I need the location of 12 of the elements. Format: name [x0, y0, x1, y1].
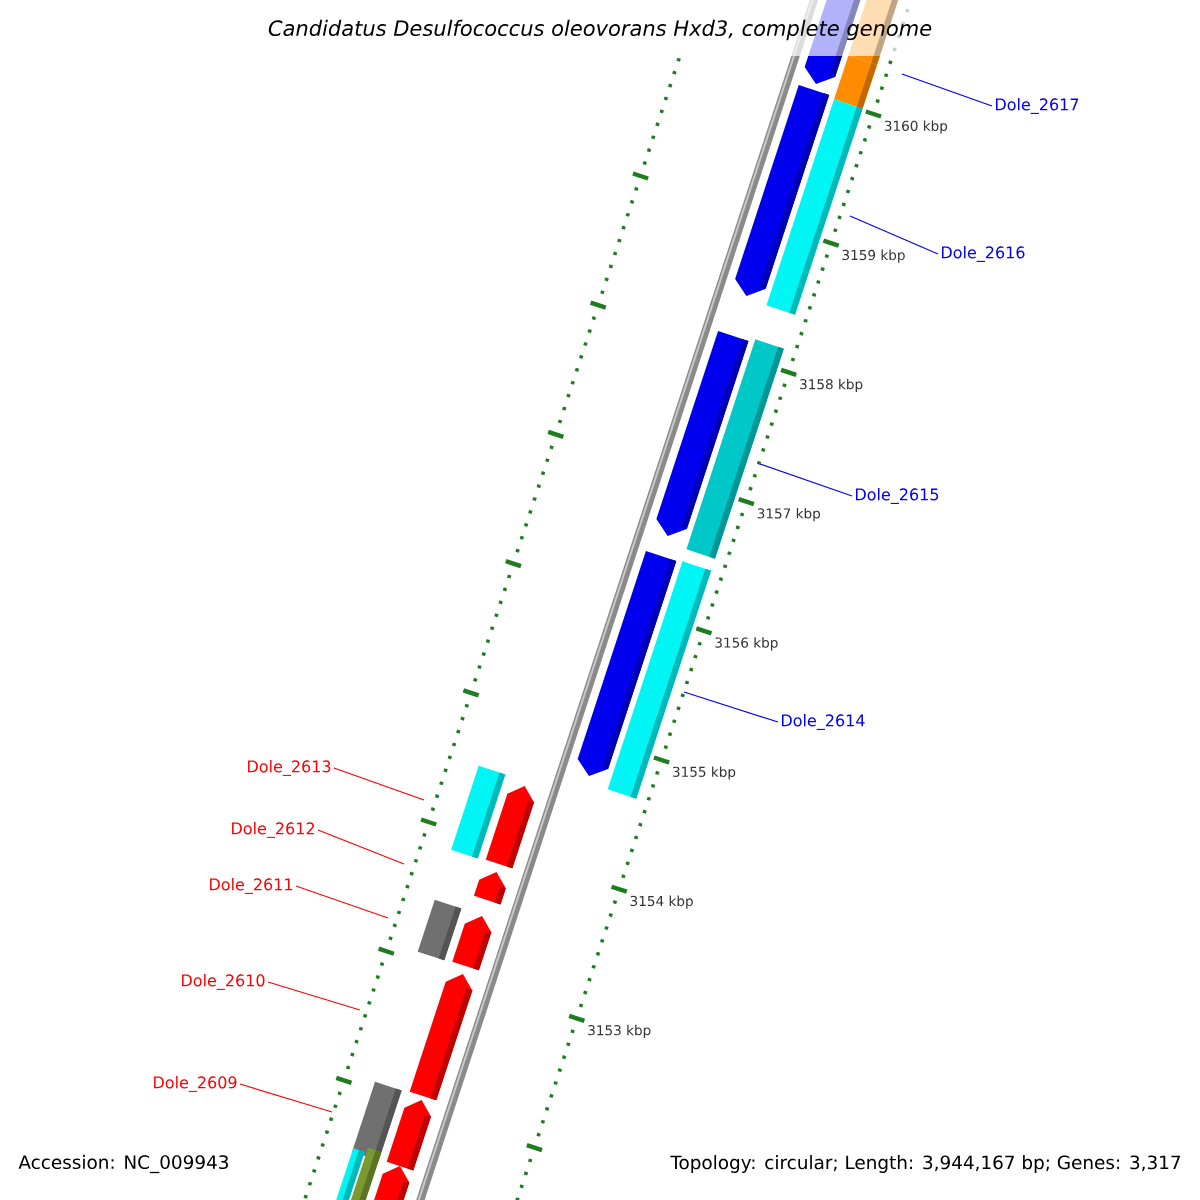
gene-label: Dole_2615 — [856, 488, 939, 504]
gene-label: Dole_2614 — [782, 714, 865, 730]
gene-label: Dole_2610 — [182, 974, 265, 990]
footer-text: Topology: circular; Length: 3,944,167 bp; Genes: 3,317 — [670, 1155, 1181, 1173]
gene-label: Dole_2616 — [942, 246, 1025, 262]
footer-text: Accession: NC_009943 — [18, 1154, 228, 1174]
gene-label: Dole_2617 — [996, 98, 1079, 114]
gene-label: Dole_2612 — [232, 822, 314, 838]
gene-label: Dole_2609 — [154, 1076, 237, 1092]
gene-label: Dole_2611 — [210, 878, 293, 894]
title: Candidatus Desulfococcus oleovorans Hxd3, complete genome — [268, 19, 932, 41]
gene-label: Dole_2613 — [248, 760, 331, 776]
